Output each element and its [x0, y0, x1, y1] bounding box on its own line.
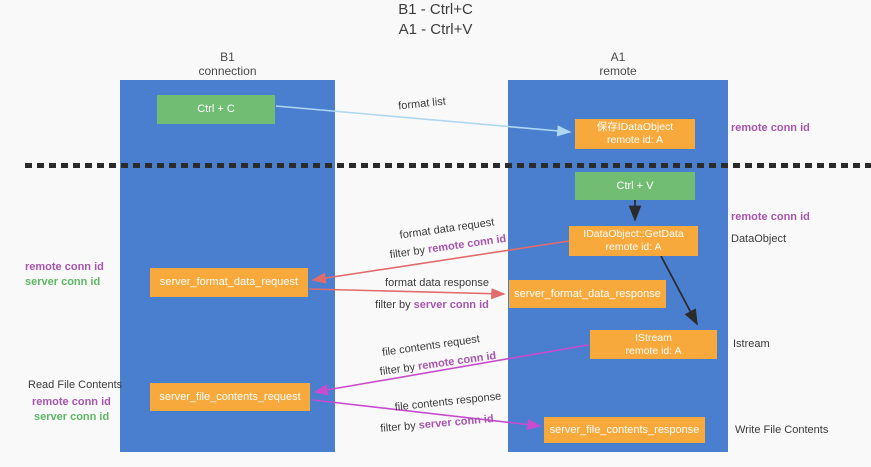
ctrl-v-box: Ctrl + V — [575, 172, 695, 200]
getdata-line1: IDataObject::GetData — [583, 228, 684, 240]
server-file-contents-request-label: server_file_contents_request — [159, 390, 301, 403]
file-contents-response-label: file contents response — [394, 390, 502, 414]
istream-box: IStream remote id: A — [590, 330, 717, 359]
lane-a1-subtitle: remote — [599, 64, 637, 78]
server-file-contents-request-box: server_file_contents_request — [150, 383, 310, 411]
format-list-label: format list — [397, 95, 447, 113]
server-conn-id-annotation-format: server conn id — [25, 276, 101, 288]
remote-conn-id-annotation-top: remote conn id — [731, 122, 810, 134]
remote-conn-id-annotation-format: remote conn id — [25, 261, 104, 273]
remote-conn-id-keyword: remote conn id — [427, 232, 507, 256]
save-idataobject-line1: 保存IDataObject — [596, 121, 674, 133]
server-format-data-request-label: server_format_data_request — [159, 276, 299, 288]
title-line-2: A1 - Ctrl+V — [398, 21, 473, 38]
remote-conn-id-annotation-file: remote conn id — [32, 396, 111, 408]
filter-by-text: filter by — [379, 361, 416, 379]
istream-line2: remote id: A — [625, 344, 682, 357]
file-contents-response-filter-label: filter by server conn id — [380, 413, 494, 435]
remote-conn-id-annotation-getdata: remote conn id — [731, 211, 810, 223]
lane-b1-subtitle: connection — [198, 64, 257, 78]
istream-annotation: Istream — [733, 338, 770, 350]
filter-by-text: filter by — [375, 299, 411, 311]
lane-b1-name: B1 — [220, 50, 235, 64]
save-idataobject-box: 保存IDataObject remote id: A — [575, 119, 695, 149]
read-file-contents-annotation: Read File Contents — [28, 379, 123, 391]
lane-a1-name: A1 — [610, 50, 626, 64]
server-conn-id-keyword: server conn id — [418, 413, 495, 432]
ctrl-c-label: Ctrl + C — [197, 103, 235, 115]
ctrl-c-box: Ctrl + C — [157, 95, 275, 124]
server-conn-id-annotation-file: server conn id — [34, 411, 110, 423]
title-line-1: B1 - Ctrl+C — [398, 1, 473, 18]
diagram-title: B1 - Ctrl+C A1 - Ctrl+V — [0, 0, 871, 40]
ctrl-v-label: Ctrl + V — [616, 179, 654, 192]
save-idataobject-line2: remote id: A — [606, 134, 664, 146]
server-format-data-response-box: server_format_data_response — [509, 280, 666, 308]
write-file-contents-annotation: Write File Contents — [735, 424, 829, 436]
istream-line1: IStream — [635, 331, 672, 344]
format-data-response-filter-label: filter by server conn id — [375, 299, 489, 311]
lane-header-b1: B1 connection — [120, 50, 335, 78]
server-file-contents-response-label: server_file_contents_response — [549, 423, 700, 436]
filter-by-text: filter by — [379, 419, 417, 435]
server-format-data-response-label: server_format_data_response — [514, 287, 661, 300]
format-data-response-arrow — [308, 288, 506, 300]
filter-by-text: filter by — [389, 244, 426, 262]
getdata-line2: remote id: A — [605, 241, 662, 253]
server-file-contents-response-box: server_file_contents_response — [544, 417, 705, 443]
lane-header-a1: A1 remote — [508, 50, 728, 78]
format-data-response-label: format data response — [385, 277, 489, 289]
server-conn-id-keyword: server conn id — [413, 299, 489, 311]
remote-conn-id-keyword: remote conn id — [417, 349, 497, 373]
server-format-data-request-box: server_format_data_request — [150, 268, 308, 297]
session-divider-dashed-line — [25, 163, 871, 168]
dataobject-annotation: DataObject — [731, 233, 787, 245]
idataobject-getdata-box: IDataObject::GetData remote id: A — [569, 226, 698, 256]
